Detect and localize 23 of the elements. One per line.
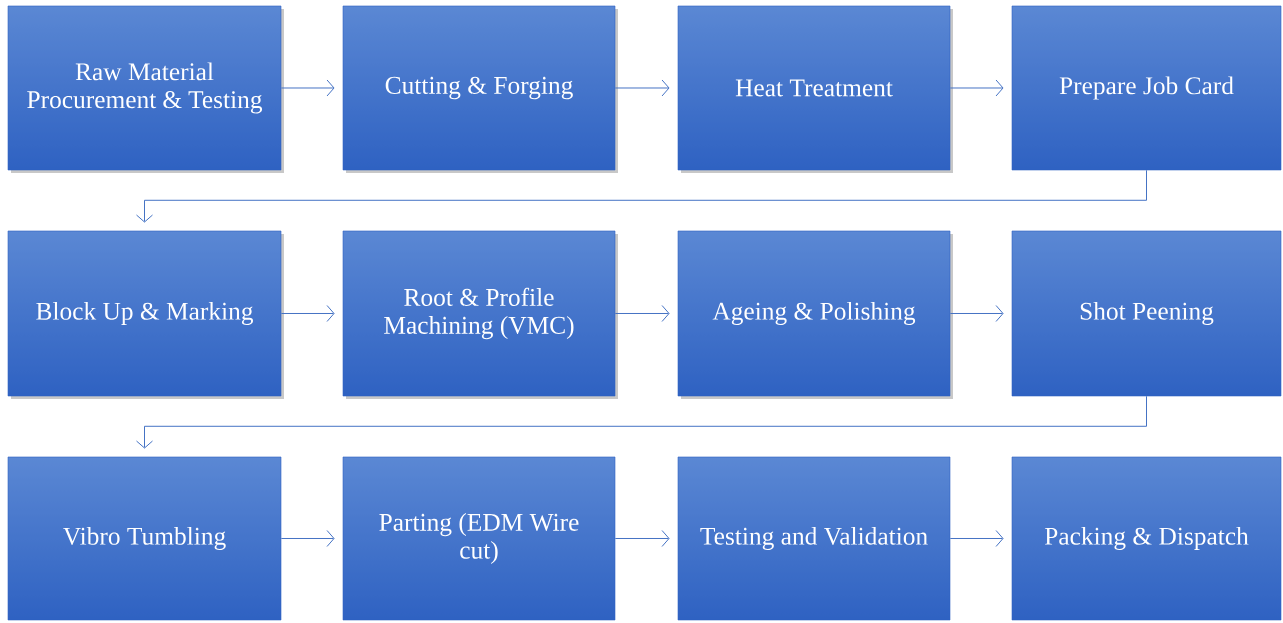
- arrow: [614, 305, 670, 322]
- process-box: Root & Profile Machining (VMC): [342, 230, 618, 399]
- arrow: [280, 530, 335, 547]
- process-box: Block Up & Marking: [7, 230, 284, 399]
- process-box: Testing and Validation: [677, 456, 951, 621]
- process-box: Ageing & Polishing: [677, 230, 953, 399]
- arrow: [949, 305, 1004, 322]
- arrow: [280, 305, 335, 322]
- process-box: Shot Peening: [1011, 230, 1282, 397]
- process-box: Parting (EDM Wire cut): [342, 456, 616, 621]
- arrow: [614, 530, 670, 547]
- process-box: Packing & Dispatch: [1011, 456, 1282, 621]
- process-box: Cutting & Forging: [342, 5, 618, 173]
- arrow: [136, 169, 1147, 223]
- process-box: Heat Treatment: [677, 5, 953, 173]
- arrow: [280, 79, 335, 97]
- process-box: Raw Material Procurement & Testing: [7, 5, 284, 173]
- arrow: [949, 79, 1004, 97]
- process-box: Prepare Job Card: [1011, 5, 1282, 171]
- arrow: [949, 530, 1004, 547]
- arrow: [136, 395, 1147, 449]
- process-box: Vibro Tumbling: [7, 456, 282, 621]
- arrow: [614, 79, 670, 97]
